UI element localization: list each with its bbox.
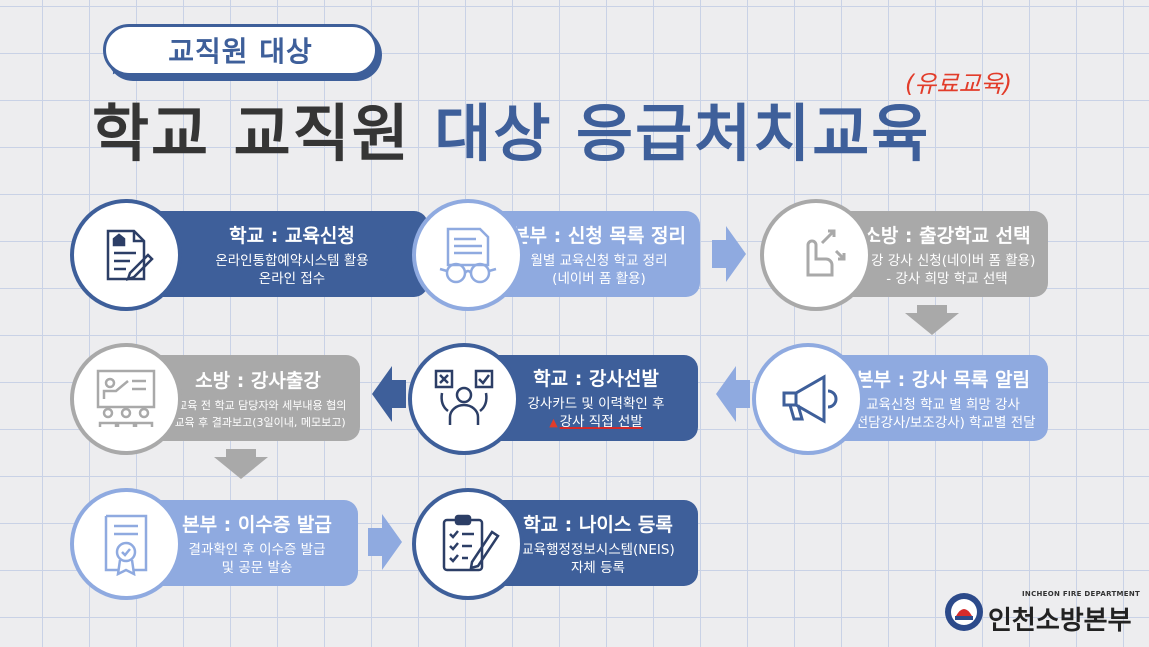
step-icon-circle [412, 488, 524, 600]
title-part-1: 학교 교직원 [92, 97, 411, 170]
step-icon-circle [760, 199, 872, 311]
person-choice-icon [434, 369, 494, 425]
step-detail: 자체 등록 [571, 559, 625, 576]
classroom-icon [96, 369, 156, 427]
step-detail: 월별 교육신청 학교 정리 [530, 252, 668, 269]
fire-department-emblem-icon [945, 593, 983, 631]
flow-arrow-down [905, 305, 959, 335]
step-icon-circle [70, 199, 182, 311]
paid-education-note: (유료교육) [905, 70, 1013, 98]
flow-arrow-left [716, 366, 750, 422]
audience-badge: 교직원 대상 [103, 24, 378, 76]
step-heading: 본부 : 이수증 발급 [182, 513, 332, 536]
step-heading: 학교 : 교육신청 [229, 224, 355, 247]
step-icon-circle [70, 488, 182, 600]
megaphone-icon [782, 374, 838, 424]
step-icon-circle [752, 343, 864, 455]
step-heading: 소방 : 출강학교 선택 [863, 224, 1031, 247]
step-icon-circle [408, 343, 520, 455]
step-detail: 강사카드 및 이력확인 후 [527, 396, 665, 412]
step-detail: - 교육 전 학교 담당자와 세부내용 협의 [169, 398, 347, 412]
step-detail: 결과확인 후 이수증 발급 [188, 541, 326, 558]
logo-english-text: INCHEON FIRE DEPARTMENT [1022, 590, 1141, 598]
step-detail: - 강사 희망 학교 선택 [886, 270, 1008, 287]
application-form-icon [106, 229, 154, 281]
step-detail: (네이버 폼 활용) [552, 270, 646, 287]
title-part-2: 대상 응급처치교육 [434, 97, 931, 170]
step-detail: 교육신청 학교 별 희망 강사 [866, 396, 1020, 413]
step-detail: 온라인통합예약시스템 활용 [215, 252, 369, 269]
flow-arrow-left [372, 366, 406, 422]
step-heading: 본부 : 강사 목록 알림 [856, 368, 1030, 391]
step-heading: 본부 : 신청 목록 정리 [512, 224, 686, 247]
step-icon-circle [412, 199, 524, 311]
step-detail: 온라인 접수 [258, 270, 326, 287]
step-detail-emphasis: ▲강사 직접 선발 [549, 414, 643, 430]
incheon-fire-logo: INCHEON FIRE DEPARTMENT 인천소방본부 [944, 590, 1140, 638]
step-heading: 소방 : 강사출강 [195, 369, 321, 392]
hand-select-icon [806, 229, 846, 277]
page-title: 학교 교직원 대상 응급처치교육 [92, 94, 930, 174]
step-icon-circle [70, 343, 182, 455]
step-detail: -교육 후 결과보고(3일이내, 메모보고) [170, 415, 346, 429]
checklist-pen-icon [442, 514, 500, 572]
siren-icon: ▲ [549, 416, 558, 429]
logo-korean-text: 인천소방본부 [988, 606, 1132, 636]
step-detail: 출강 강사 신청(네이버 폼 활용) [858, 252, 1036, 269]
step-heading: 학교 : 나이스 등록 [523, 513, 673, 536]
flow-arrow-right [368, 226, 402, 282]
flow-arrow-down [214, 449, 268, 479]
step-detail: 및 공문 발송 [221, 559, 293, 576]
certificate-icon [104, 514, 148, 576]
step-heading: 학교 : 강사선발 [533, 368, 659, 390]
step-detail: 교육행정정보시스템(NEIS) [521, 541, 675, 558]
step-detail: (전담강사/보조강사) 학교별 전달 [850, 414, 1036, 431]
flow-arrow-right [712, 226, 746, 282]
document-glasses-icon [439, 227, 497, 284]
flow-arrow-right [368, 514, 402, 570]
